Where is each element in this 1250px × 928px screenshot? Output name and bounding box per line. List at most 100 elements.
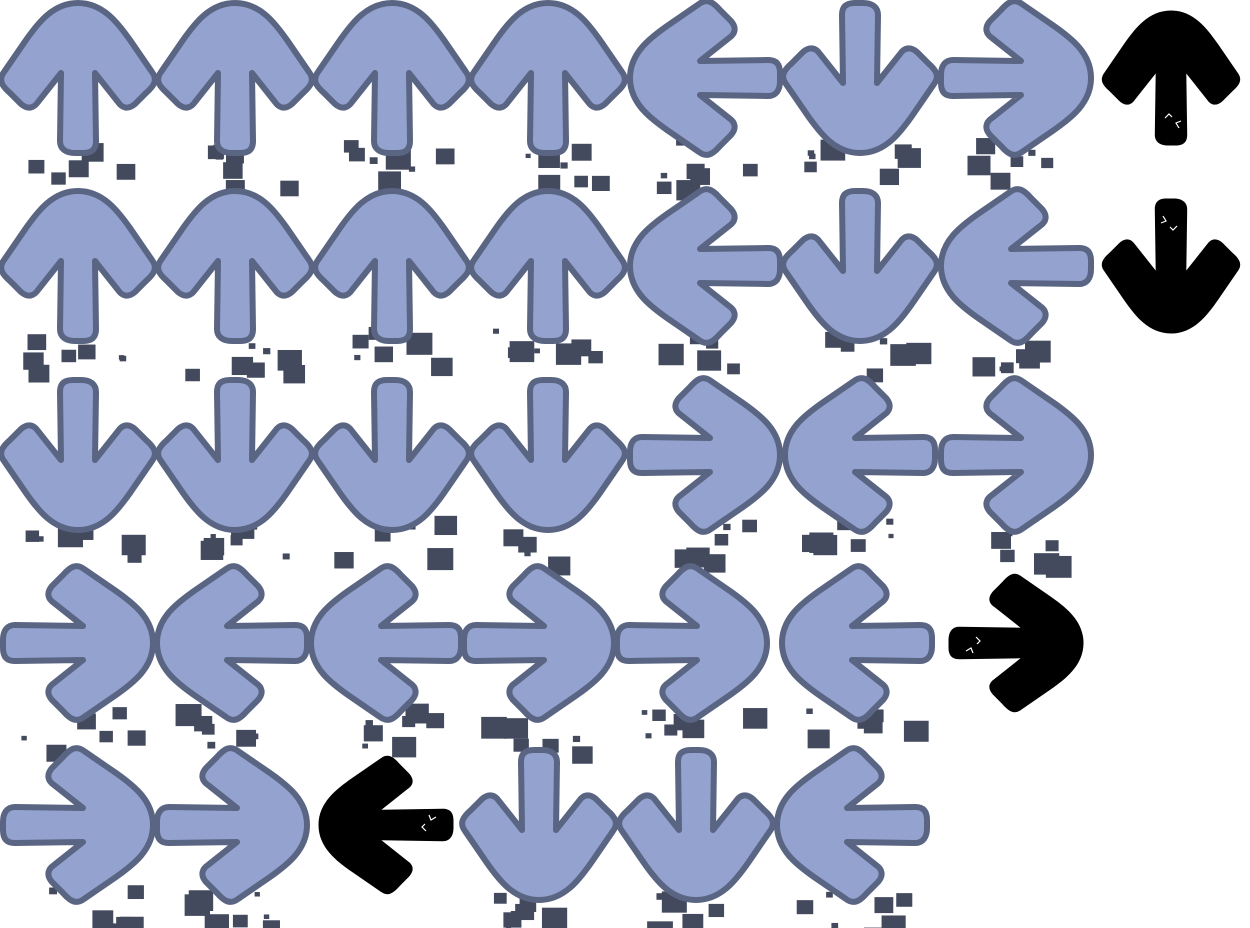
arrow-shape [3,748,153,902]
debris-particle [251,733,259,740]
debris-particle [503,718,529,739]
debris-particle [21,735,27,741]
debris-particle [116,163,136,180]
up-arrow-icon [158,191,312,384]
debris-particle [354,354,361,361]
debris-particle [972,357,996,377]
debris-particle [506,529,520,541]
debris-particle [727,363,740,375]
debris-particle [49,887,58,895]
debris-particle [277,349,302,371]
arrow-shape [1101,198,1241,334]
debris-particle [507,347,521,358]
debris-particle [23,352,44,370]
left-arrow-silhouette-icon [318,755,454,895]
left-arrow-icon [630,189,780,375]
arrow-shape [630,378,780,532]
arrow-shape [158,380,312,530]
debris-particle [708,903,725,918]
debris-particle [647,921,673,928]
debris-particle [723,523,731,531]
debris-particle [92,910,114,928]
debris-particle [1016,349,1033,364]
debris-particle [204,914,229,928]
down-arrow-silhouette-icon [1101,198,1241,334]
debris-particle [903,720,929,742]
debris-particle [1028,149,1036,156]
debris-particle [874,897,894,914]
up-arrow-icon [1,191,155,383]
debris-particle [369,157,378,164]
debris-particle [809,153,816,160]
debris-particle [127,885,144,900]
debris-particle [392,736,417,758]
arrow-shape [471,380,625,530]
arrow-shape [315,3,469,153]
debris-particle [112,707,127,720]
debris-particle [686,163,705,180]
debris-particle [888,533,894,539]
arrow-shape [1,191,155,341]
debris-particle [743,708,768,729]
arrow-shape [777,748,927,902]
down-arrow-icon [471,380,625,576]
debris-particle [230,535,243,546]
arrow-shape [782,566,932,720]
up-arrow-icon [471,191,625,365]
debris-particle [664,724,678,736]
debris-particle [185,368,200,382]
right-arrow-icon [464,566,614,764]
debris-particle [37,536,44,542]
debris-particle [513,738,529,752]
debris-particle [175,704,202,727]
arrow-shape [941,189,1091,343]
debris-particle [215,153,224,160]
debris-particle [881,915,906,928]
arrow-shape [462,750,616,900]
debris-particle [548,556,571,576]
debris-particle [121,534,146,556]
debris-particle [572,746,593,764]
debris-particle [68,160,89,178]
debris-particle [362,743,369,749]
arrow-shape [1101,10,1241,146]
debris-particle [1010,156,1024,168]
debris-particle [427,548,454,571]
debris-particle [1041,157,1054,169]
debris-particle [560,162,568,169]
arrow-shape [158,191,312,341]
debris-particle [282,553,290,560]
debris-particle [246,362,265,378]
left-arrow-icon [157,566,307,749]
debris-particle [1000,549,1015,563]
debris-particle [683,920,691,926]
left-arrow-icon [782,566,932,749]
down-arrow-icon [783,3,937,186]
debris-particle [826,891,833,898]
debris-particle [807,729,830,749]
arrow-shape [157,748,307,902]
debris-particle [78,344,96,360]
arrow-shape [948,573,1084,713]
debris-particle [796,900,814,915]
arrow-shape [783,191,937,341]
debris-particle [493,892,507,904]
crack-mark [421,814,437,832]
debris-particle [1000,362,1014,374]
debris-particle [27,334,47,351]
arrow-shape [619,750,773,900]
debris-particle [871,711,878,718]
debris-particle [263,348,271,355]
debris-particle [61,349,77,363]
debris-particle [431,357,453,377]
arrow-shape [318,755,454,895]
down-arrow-icon [619,750,773,928]
arrow-shape [471,3,625,153]
debris-particle [896,893,913,907]
debris-particle [263,914,270,920]
arrow-shape [1,3,155,153]
left-arrow-icon [941,189,1091,377]
debris-particle [572,735,581,743]
left-arrow-icon [777,748,927,928]
